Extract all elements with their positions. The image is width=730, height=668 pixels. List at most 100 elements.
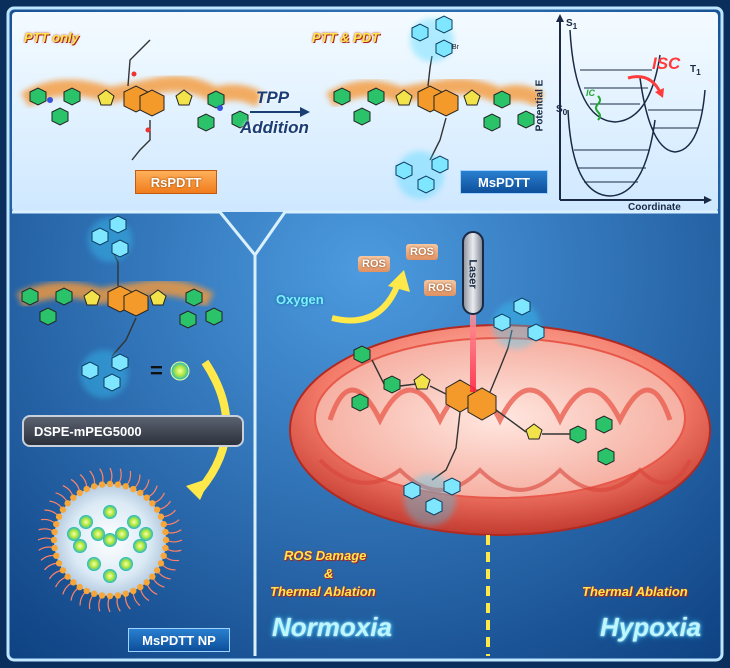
- np-lipid-head: [143, 494, 150, 501]
- np-core: [115, 527, 129, 541]
- np-lipid-head: [55, 560, 63, 567]
- tpp-label: TPP: [256, 88, 290, 107]
- hypoxia-label: Hypoxia: [600, 612, 702, 642]
- np-lipid-head: [114, 592, 122, 599]
- np-core: [87, 557, 101, 571]
- rspdtt-molecule: [20, 39, 265, 161]
- np-lipid-head: [130, 485, 137, 493]
- x-axis-label: Coordinate: [628, 202, 681, 213]
- np-lipid-head: [50, 536, 58, 544]
- np-lipid-head: [162, 544, 169, 552]
- np-lipid-head: [91, 590, 98, 597]
- mspdtt-box: MsPDTT: [460, 170, 548, 194]
- np-lipid-head: [130, 587, 137, 595]
- np-lipid-head: [70, 494, 77, 501]
- energy-level-diagram: [556, 14, 712, 204]
- bromide-label-top: Br: [452, 44, 459, 51]
- np-core: [91, 527, 105, 541]
- ros-label-2: ROS: [358, 256, 390, 272]
- ros-label-3: ROS: [424, 280, 456, 296]
- ros-damage-line2: &: [324, 566, 334, 581]
- addition-label: Addition: [240, 118, 309, 137]
- np-lipid-head: [122, 483, 129, 490]
- np-lipid-head: [157, 560, 165, 567]
- np-lipid-head: [83, 485, 90, 493]
- np-lipid-head: [149, 573, 156, 580]
- np-lipid-head: [160, 552, 167, 559]
- np-core: [133, 539, 147, 553]
- np-core: [139, 527, 153, 541]
- yellow-arrowhead-left: [186, 478, 210, 500]
- t1-label: T1: [690, 64, 701, 77]
- np-lipid-head: [53, 521, 60, 528]
- np-lipid-head: [59, 506, 67, 513]
- s0-label: S0: [556, 104, 568, 117]
- ros-label-1: ROS: [406, 244, 438, 260]
- np-lipid-head: [91, 483, 98, 490]
- np-lipid-head: [76, 583, 83, 591]
- equals-sign: =: [150, 358, 163, 383]
- np-lipid-head: [70, 579, 77, 586]
- np-lipid-head: [114, 481, 122, 488]
- np-lipid-head: [53, 552, 60, 559]
- np-lipid-head: [160, 521, 167, 528]
- y-axis-label: Potential E: [534, 79, 546, 132]
- laser-beam: [470, 312, 476, 392]
- laser-label-wrap: Laser: [462, 236, 484, 312]
- thermal-ablation-label: Thermal Ablation: [582, 584, 688, 599]
- np-lipid-head: [162, 536, 170, 544]
- laser-label: Laser: [467, 259, 480, 289]
- np-lipid-head: [106, 592, 114, 600]
- oxygen-label: Oxygen: [276, 292, 324, 307]
- np-core: [119, 557, 133, 571]
- np-lipid-head: [143, 579, 150, 586]
- np-lipid-head: [59, 567, 67, 574]
- np-lipid-head: [55, 513, 63, 520]
- np-lipid-head: [76, 489, 83, 497]
- dspe-box: DSPE-mPEG5000: [22, 415, 244, 447]
- ros-damage-line3: Thermal Ablation: [270, 584, 376, 599]
- np-lipid-head: [51, 544, 58, 552]
- oxygen-arrow: [331, 282, 401, 324]
- rspdtt-box: RsPDTT: [135, 170, 217, 194]
- np-lipid-head: [122, 590, 129, 597]
- label-ptt-pdt: PTT & PDT: [312, 30, 380, 45]
- np-lipid-head: [162, 528, 169, 536]
- np-core: [103, 569, 117, 583]
- mspdtt-molecule: [326, 15, 545, 199]
- np-lipid-head: [157, 513, 165, 520]
- s1-label: S1: [566, 18, 578, 31]
- np-lipid-head: [137, 489, 144, 497]
- np-lipid-head: [64, 573, 71, 580]
- mito-molecule: [351, 297, 615, 526]
- left-molecule: [16, 215, 223, 398]
- oxygen-arrowhead: [388, 270, 410, 292]
- np-lipid-head: [106, 480, 114, 488]
- np-core: [127, 515, 141, 529]
- np-core: [79, 515, 93, 529]
- np-lipid-head: [98, 592, 106, 599]
- mitochondrion: [289, 324, 711, 536]
- mspdtt-nanoparticle: [37, 467, 183, 613]
- dspe-label: DSPE-mPEG5000: [34, 423, 142, 439]
- np-lipid-head: [137, 583, 144, 591]
- np-core-symbol: [170, 361, 190, 381]
- normoxia-label: Normoxia: [272, 612, 392, 642]
- np-lipid-head: [83, 587, 90, 595]
- np-core: [67, 527, 81, 541]
- np-box: MsPDTT NP: [128, 628, 230, 652]
- np-core: [103, 505, 117, 519]
- ic-label: IC: [586, 88, 595, 98]
- np-lipid-head: [153, 506, 161, 513]
- np-lipid-head: [149, 500, 156, 507]
- isc-label: ISC: [652, 54, 681, 73]
- np-core: [103, 533, 117, 547]
- np-lipid-head: [51, 528, 58, 536]
- np-lipid-head: [98, 481, 106, 488]
- np-lipid-head: [153, 567, 161, 574]
- tpp-arrow-head: [300, 107, 310, 117]
- np-lipid-head: [64, 500, 71, 507]
- np-core: [73, 539, 87, 553]
